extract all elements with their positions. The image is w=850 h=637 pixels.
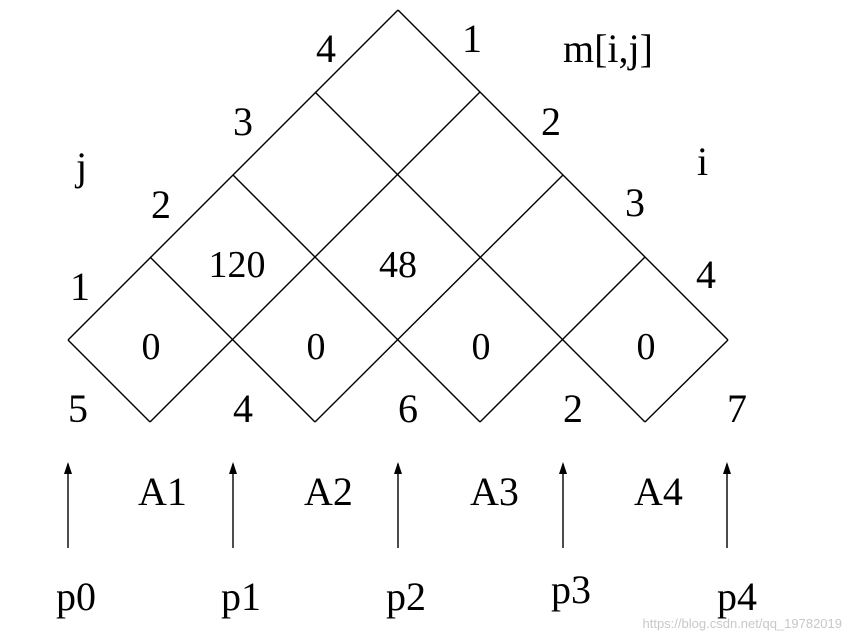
p-label-4: p4 [717, 574, 757, 619]
p-label-2: p2 [386, 574, 426, 619]
cell-m23: 48 [379, 244, 417, 286]
arrow-up-icon [559, 462, 567, 548]
arrow-up-icon [723, 462, 731, 548]
p-label-3: p3 [551, 567, 591, 612]
j-index-2: 2 [151, 182, 171, 227]
dimension-p3: 2 [563, 386, 583, 431]
p-label-1: p1 [221, 574, 261, 619]
dimension-p0: 5 [68, 386, 88, 431]
watermark: https://blog.csdn.net/qq_19782019 [643, 616, 843, 631]
matrix-label: m[i,j] [563, 26, 653, 71]
grid-line [232, 174, 481, 423]
i-index-2: 2 [541, 99, 561, 144]
dimension-p2: 6 [398, 386, 418, 431]
dimension-p4: 7 [727, 386, 747, 431]
grid-line [314, 91, 646, 423]
matrix-A3: A3 [470, 469, 519, 514]
grid-line [67, 339, 151, 423]
j-axis-label: j [74, 144, 87, 189]
dimension-p1: 4 [233, 386, 253, 431]
cell-m22: 0 [307, 326, 326, 368]
matrix-A2: A2 [304, 469, 353, 514]
i-index-3: 3 [625, 180, 645, 225]
i-index-4: 4 [696, 252, 716, 297]
cell-m12: 120 [209, 244, 266, 286]
cell-m11: 0 [142, 326, 161, 368]
grid-line [149, 256, 316, 423]
grid-line [644, 339, 729, 423]
grid-line [314, 174, 564, 423]
matrix-A4: A4 [634, 469, 683, 514]
i-index-1: 1 [462, 16, 482, 61]
arrows [64, 462, 731, 548]
cell-m33: 0 [472, 326, 491, 368]
j-index-3: 3 [233, 99, 253, 144]
cell-m44: 0 [637, 326, 656, 368]
j-index-1: 1 [70, 264, 90, 309]
i-axis-label: i [697, 139, 708, 184]
matrix-A1: A1 [138, 469, 187, 514]
arrow-up-icon [394, 462, 402, 548]
arrow-up-icon [64, 462, 72, 548]
j-index-4: 4 [316, 26, 336, 71]
p-label-0: p0 [56, 574, 96, 619]
triangle-grid [67, 9, 729, 423]
arrow-up-icon [229, 462, 237, 548]
